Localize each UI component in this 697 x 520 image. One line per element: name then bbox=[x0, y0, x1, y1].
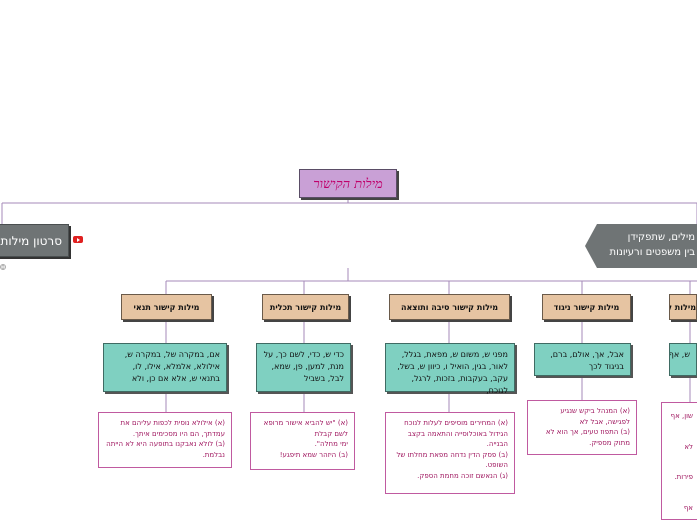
example-partial-3: פירות. bbox=[674, 473, 693, 481]
root-branch-line bbox=[1, 198, 697, 225]
category-partial[interactable]: מילות קישור bbox=[669, 294, 697, 320]
examples-condition[interactable]: (א) אילולא נוסית לכפות עליהם את עמדתך, ה… bbox=[98, 412, 232, 468]
example-purpose-3: (ב) היזהר שמא תיפגע! bbox=[279, 450, 348, 459]
category-condition-title: מילות קישור תנאי bbox=[133, 302, 200, 312]
words-cause-effect[interactable]: מפני ש, משום ש, מפאת, בגלל, לאור, בגין, … bbox=[385, 343, 515, 395]
words-condition-text: אם, במקרה של, במקרה ש, אילולא, אלמלא, אי… bbox=[124, 350, 220, 383]
words-contrast[interactable]: אבל, אך, אולם, ברם, בניגוד לכך bbox=[534, 343, 631, 376]
example-condition-1: (א) אילולא נוסית לכפות עליהם את עמדתך, ה… bbox=[120, 419, 225, 438]
category-partial-title: מילות קישור bbox=[670, 302, 696, 312]
examples-cause-effect[interactable]: (א) המחירים מוסיפים לעלות לנוכח הגידול ב… bbox=[385, 412, 515, 494]
words-link-line bbox=[165, 320, 691, 343]
definition-line-1: מילים, שתפקידן bbox=[627, 232, 695, 243]
root-title: מילות הקישור bbox=[313, 176, 383, 192]
category-cause-effect-title: מילות קישור סיבה ותוצאה bbox=[400, 302, 499, 312]
words-condition[interactable]: אם, במקרה של, במקרה ש, אילולא, אלמלא, אי… bbox=[103, 343, 227, 392]
example-partial-4: אף bbox=[683, 503, 693, 512]
example-purpose-2: ימי מחלה". bbox=[314, 440, 348, 448]
words-partial-text: ש, אף bbox=[669, 350, 690, 359]
category-cause-effect[interactable]: מילות קישור סיבה ותוצאה bbox=[389, 294, 510, 320]
example-contrast-1: (א) המנהל ביקש שנגיע לפגישה, אבל לא bbox=[560, 407, 630, 426]
side-node-video[interactable]: סרטון מילות bbox=[0, 224, 69, 257]
examples-contrast[interactable]: (א) המנהל ביקש שנגיע לפגישה, אבל לא (ב) … bbox=[527, 400, 637, 455]
words-partial[interactable]: ש, אף bbox=[669, 343, 697, 376]
youtube-icon[interactable] bbox=[73, 236, 83, 243]
collapse-indicator-icon[interactable]: 0 bbox=[0, 264, 6, 271]
category-condition[interactable]: מילות קישור תנאי bbox=[121, 294, 212, 320]
example-cause-effect-1: (א) המחירים מוסיפים לעלות לנוכח הגידול ב… bbox=[404, 419, 508, 448]
example-partial-1: שון, אף bbox=[670, 412, 693, 420]
example-condition-2: (ב) לולא נאבקנו בתופעה היא לא הייתה נבלמ… bbox=[106, 440, 225, 459]
root-node[interactable]: מילות הקישור bbox=[299, 169, 397, 198]
example-link-line bbox=[165, 376, 691, 412]
example-purpose-1: (א) "יש להביא אישור מרופא לשם קבלת bbox=[263, 419, 348, 438]
category-branch-line bbox=[165, 268, 697, 294]
words-purpose[interactable]: כדי ש, כדי, לשם כך, על מנת, למען, פן, שמ… bbox=[256, 343, 351, 392]
examples-partial[interactable]: שון, אף לא פירות. אף bbox=[661, 402, 697, 520]
example-cause-effect-3: (ג) הנאשם זוכה מחמת הספק. bbox=[417, 471, 508, 480]
category-contrast[interactable]: מילות קישור ניגוד bbox=[542, 294, 631, 320]
side-left-label: סרטון מילות bbox=[0, 233, 62, 248]
side-node-definition[interactable]: מילים, שתפקידן בין משפטים ורעיונות bbox=[585, 224, 697, 268]
category-purpose-title: מילות קישור תכלית bbox=[269, 302, 342, 312]
examples-purpose[interactable]: (א) "יש להביא אישור מרופא לשם קבלת ימי מ… bbox=[250, 412, 355, 470]
category-contrast-title: מילות קישור ניגוד bbox=[553, 302, 620, 312]
example-cause-effect-2: (ב) פסק הדין נדחה מפאת מחלתו של השופט. bbox=[396, 450, 508, 470]
example-contrast-2: (ב) התפוז טעים, אך הוא לא מתוק מספיק. bbox=[545, 428, 630, 447]
example-partial-2: לא bbox=[684, 442, 693, 451]
words-cause-effect-text: מפני ש, משום ש, מפאת, בגלל, לאור, בגין, … bbox=[397, 350, 508, 395]
words-contrast-text: אבל, אך, אולם, ברם, בניגוד לכך bbox=[550, 350, 624, 371]
definition-line-2: בין משפטים ורעיונות bbox=[609, 247, 695, 258]
category-purpose[interactable]: מילות קישור תכלית bbox=[262, 294, 349, 320]
words-purpose-text: כדי ש, כדי, לשם כך, על מנת, למען, פן, שמ… bbox=[263, 350, 344, 383]
